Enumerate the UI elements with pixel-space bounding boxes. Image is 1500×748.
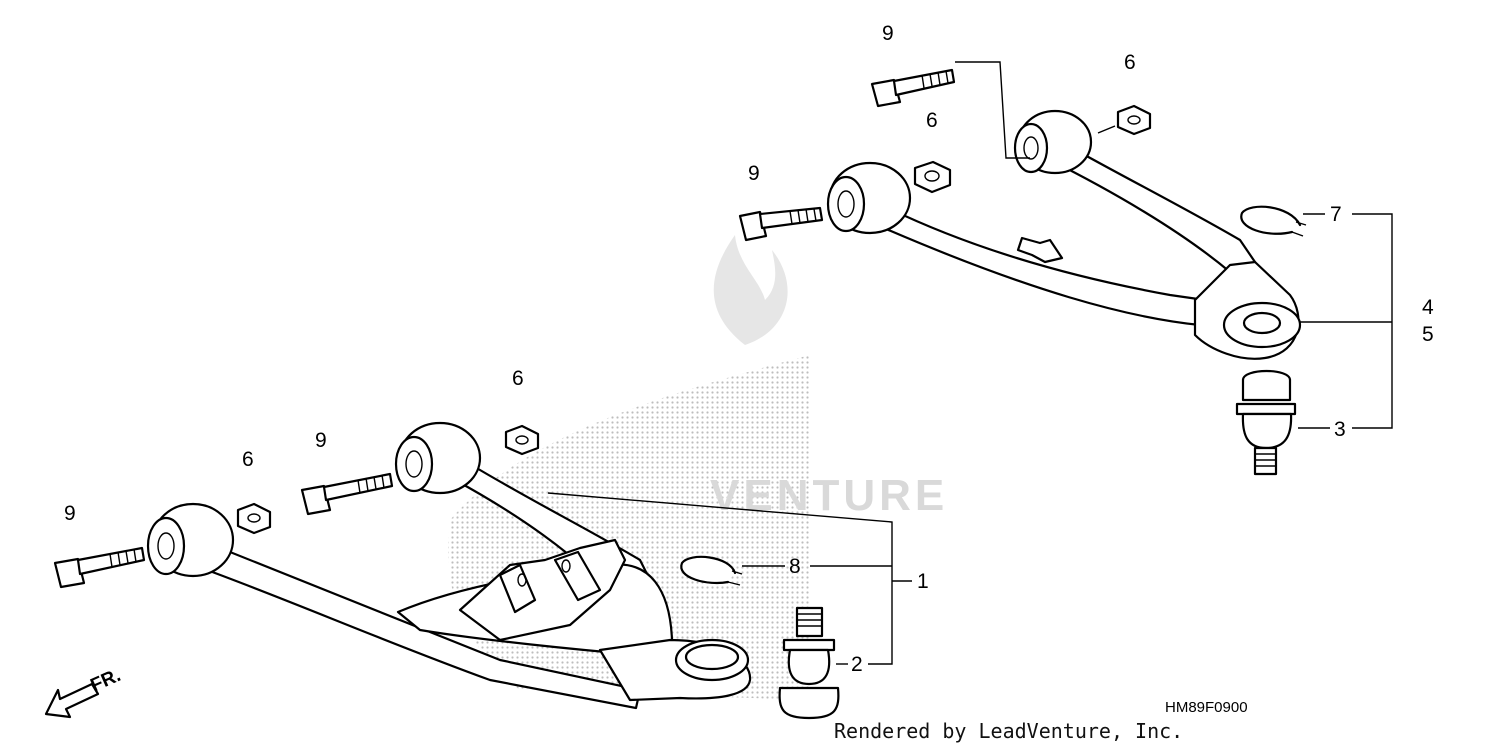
lower-circlip xyxy=(680,555,743,586)
lower-nut-front xyxy=(236,502,272,535)
callout-2: 2 xyxy=(851,653,863,676)
watermark-flame-icon xyxy=(713,235,788,345)
callout-9-upper-rear: 9 xyxy=(882,22,894,45)
credit-text: Rendered by LeadVenture, Inc. xyxy=(834,719,1183,743)
callout-9-lower-rear: 9 xyxy=(315,429,327,452)
upper-nut-rear xyxy=(1116,104,1152,136)
upper-bolt-front xyxy=(738,206,824,242)
diagram-code: HM89F0900 xyxy=(1165,699,1248,716)
callout-6-upper-rear: 6 xyxy=(1124,51,1136,74)
upper-bolt-rear xyxy=(870,68,956,108)
callout-6-upper-front: 6 xyxy=(926,109,938,132)
lower-arm-tube-front xyxy=(194,538,642,710)
callouts: 9 6 6 9 7 4 5 3 6 9 6 9 8 1 2 xyxy=(64,22,1434,676)
front-direction-indicator: FR. xyxy=(44,665,124,719)
watermark-text: VENTURE xyxy=(710,471,948,520)
lower-nut-rear xyxy=(504,424,540,456)
callout-8: 8 xyxy=(789,555,801,578)
callout-9-upper-front: 9 xyxy=(748,162,760,185)
upper-ball-joint xyxy=(1235,370,1297,476)
callout-3: 3 xyxy=(1334,418,1346,441)
callout-6-lower-rear: 6 xyxy=(512,367,524,390)
leader-lines xyxy=(547,61,1393,665)
front-label: FR. xyxy=(87,665,124,697)
callout-7: 7 xyxy=(1330,203,1342,226)
upper-circlip xyxy=(1240,205,1307,237)
callout-6-lower-front: 6 xyxy=(242,448,254,471)
callout-1: 1 xyxy=(917,570,929,593)
callout-9-lower-front: 9 xyxy=(64,502,76,525)
lower-bolt-front xyxy=(53,546,146,589)
upper-nut-front xyxy=(913,160,952,194)
front-arrow-icon xyxy=(44,682,100,719)
lower-bolt-rear xyxy=(300,472,394,516)
upper-arm-assembly xyxy=(826,109,1302,360)
lower-ball-joint xyxy=(778,606,840,720)
callout-4: 4 xyxy=(1422,296,1434,319)
lower-arm-assembly xyxy=(146,421,752,710)
callout-5: 5 xyxy=(1422,323,1434,346)
upper-arm-bracket xyxy=(1016,236,1064,264)
